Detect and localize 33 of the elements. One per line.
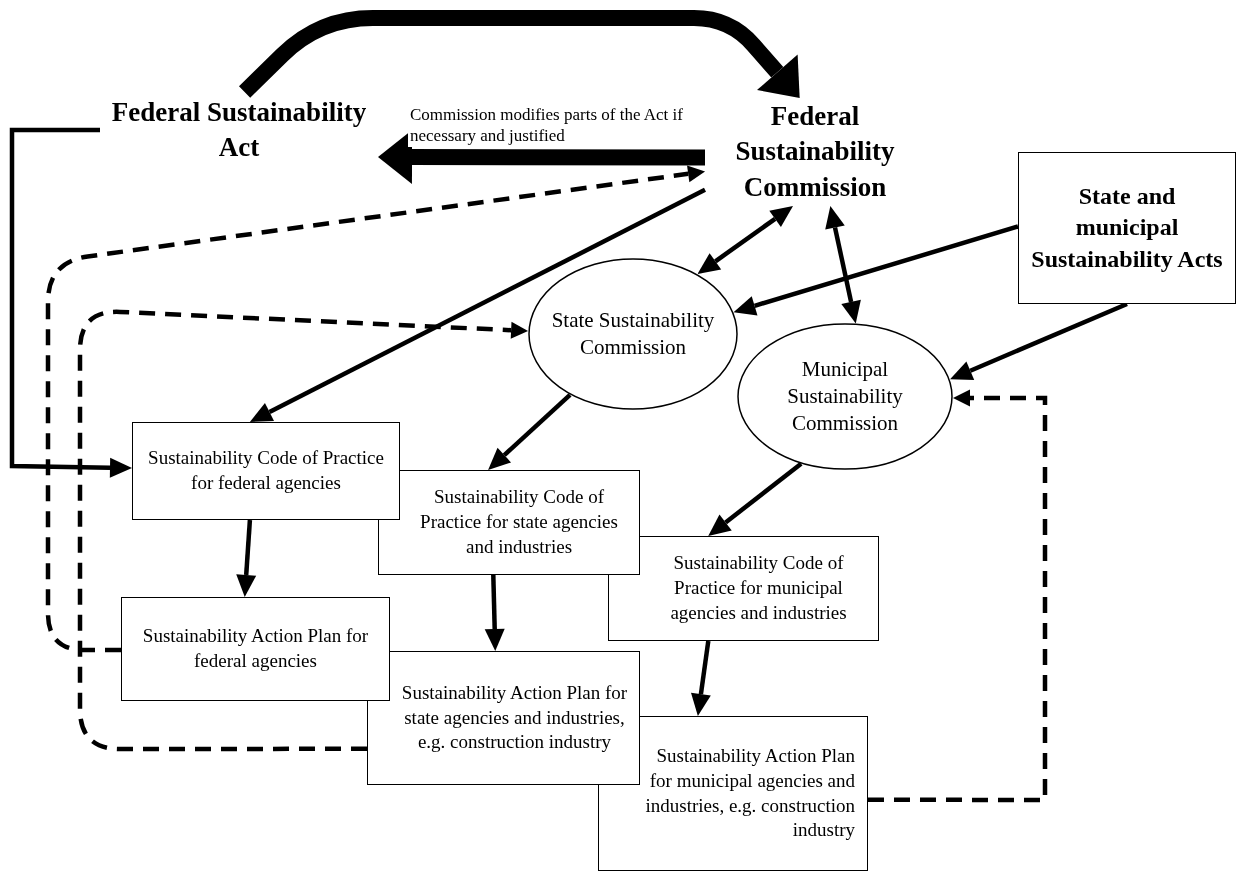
process-box — [608, 536, 879, 641]
arrow — [691, 640, 711, 716]
dashed-arrow — [45, 165, 706, 653]
node-label: Sustainability Code of Practice for federal agencies — [147, 446, 385, 495]
process-box — [121, 597, 390, 701]
arrow — [236, 519, 257, 597]
arrow — [825, 206, 861, 324]
arrow — [697, 206, 793, 275]
node-label: Sustainability Action Plan for federal agencies — [141, 624, 370, 673]
commission-ellipse — [737, 323, 953, 470]
commission-ellipse — [528, 258, 738, 410]
node-label: Federal Sustainability Commission — [734, 100, 896, 204]
node-label: Municipal Sustainability Commission — [786, 355, 904, 438]
process-box — [132, 422, 400, 520]
node-label: Sustainability Code of Practice for state agencies and industries — [419, 485, 619, 559]
dashed-arrow — [868, 389, 1048, 803]
arrow — [249, 187, 707, 422]
node-label: State and municipal Sustainability Acts — [1030, 182, 1224, 274]
node-label: State Sustainability Commission — [550, 306, 716, 361]
process-box — [367, 651, 640, 785]
dashed-arrow — [77, 309, 529, 752]
arrow — [9, 127, 132, 478]
arrow — [484, 574, 505, 651]
node-label: Sustainability Code of Practice for municipal agencies and industries — [669, 551, 848, 625]
node-label: Federal Sustainability Act — [110, 95, 368, 164]
node-label: Sustainability Action Plan for state agencies and industries, e.g. construction industry — [400, 680, 629, 755]
thick-arrow — [239, 10, 800, 98]
arrow — [708, 461, 803, 536]
process-box — [1018, 152, 1236, 304]
arrow — [733, 224, 1019, 316]
process-box — [378, 470, 640, 575]
arrow — [488, 393, 572, 470]
node-label: Sustainability Action Plan for municipal agencies and industries, e.g. construction industry — [645, 744, 855, 843]
